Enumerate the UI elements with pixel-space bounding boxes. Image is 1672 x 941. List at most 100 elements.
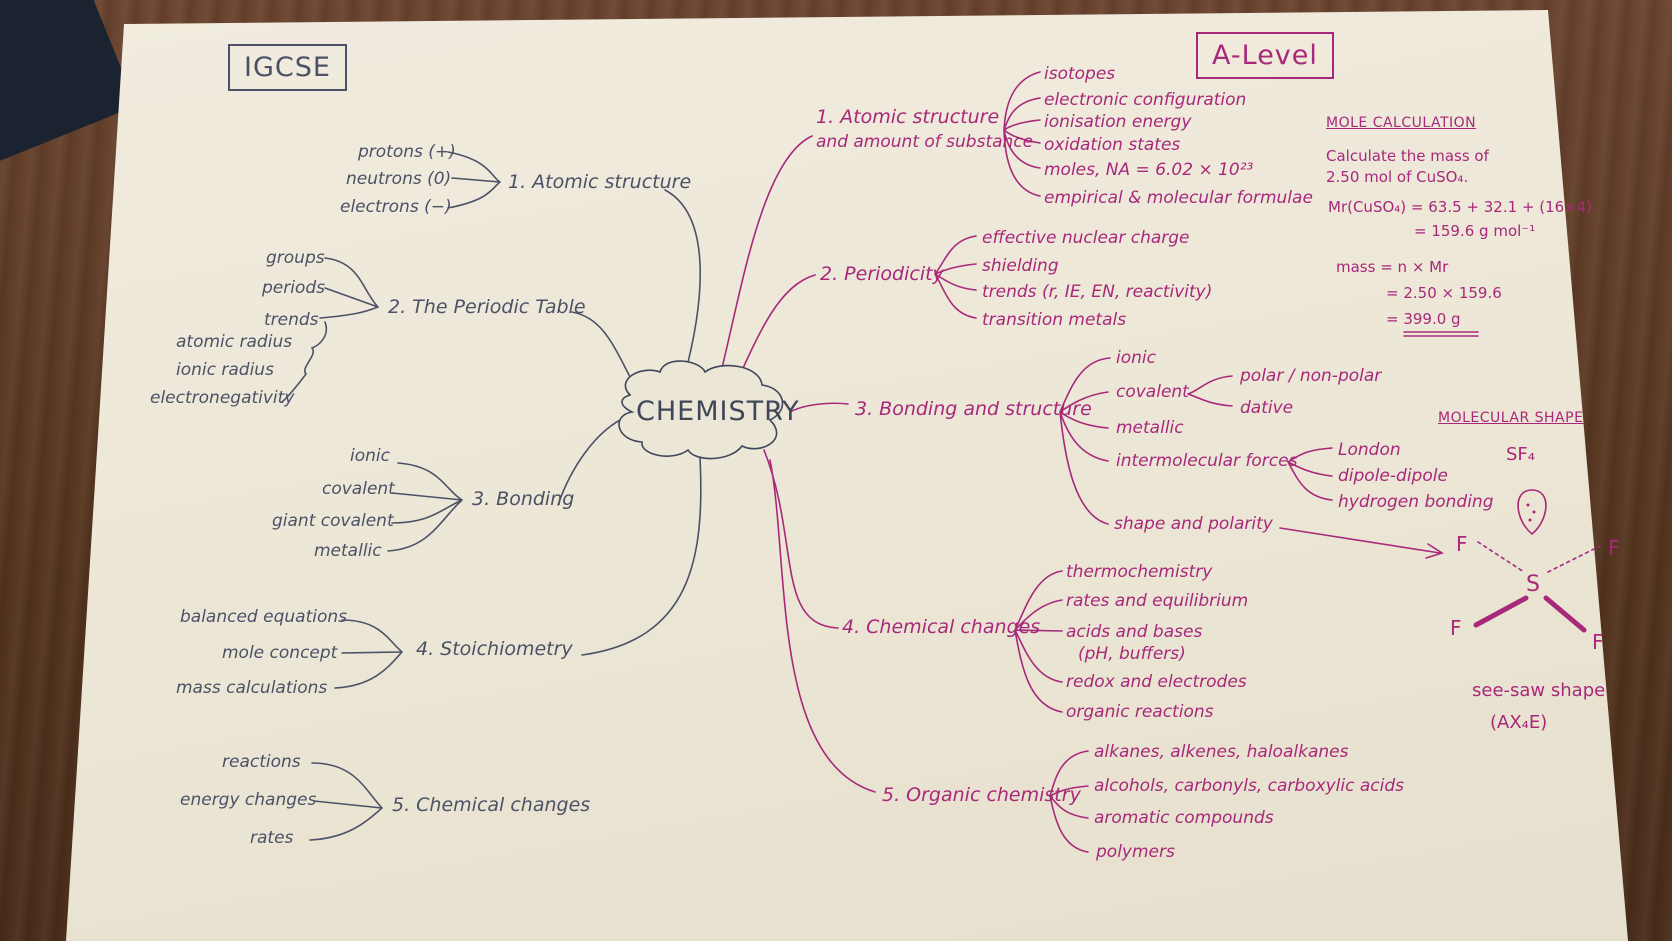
periodicity-item-3: transition metals: [982, 310, 1127, 330]
center-topic: CHEMISTRY: [636, 396, 800, 427]
chemchanges-fork: [1014, 570, 1063, 713]
mole-line-1: Mr(CuSO₄) = 63.5 + 32.1 + (16×4): [1328, 198, 1593, 216]
bond-f-right: [1547, 545, 1601, 573]
atom-f-upper-right: F: [1608, 536, 1620, 560]
bonding-item-3: metallic: [314, 541, 382, 561]
bonding-item-2: giant covalent: [272, 511, 394, 531]
chemchanges-item-1: rates and equilibrium: [1066, 591, 1249, 611]
atomic-al-item-5: empirical & molecular formulae: [1044, 188, 1313, 208]
covalent-fork: [1187, 375, 1233, 407]
shape-heading: MOLECULAR SHAPE: [1438, 410, 1584, 426]
periodic-item-0: groups: [266, 248, 325, 268]
atomic-al-item-3: oxidation states: [1044, 135, 1181, 155]
bonding-al-item-2: metallic: [1116, 418, 1184, 438]
igcse-branch-3: [557, 415, 629, 506]
igcse-branch-2: [571, 311, 637, 389]
bonding-fork: [387, 462, 463, 552]
igcse-branch-1: [664, 189, 701, 379]
chem-item-2: rates: [250, 828, 294, 848]
shape-formula: SF₄: [1506, 444, 1535, 465]
organic-item-3: polymers: [1096, 842, 1175, 862]
chem-item-1: energy changes: [180, 790, 317, 810]
bond-f-left: [1477, 541, 1525, 573]
bonding-al-item-1: covalent: [1116, 382, 1189, 402]
periodic-item-1: periods: [262, 278, 326, 298]
bonding-item-0: ionic: [350, 446, 390, 466]
atomic-al-item-1: electronic configuration: [1044, 90, 1247, 110]
trend-item-0: atomic radius: [176, 332, 293, 352]
bond-f-lowright: [1543, 595, 1587, 633]
shape-vsepr: (AX₄E): [1490, 712, 1548, 733]
bonding-al-item-4: shape and polarity: [1114, 514, 1273, 534]
stoich-item-0: balanced equations: [180, 607, 347, 627]
igcse-stoich-label: 4. Stoichiometry: [416, 638, 573, 660]
alevel-chemchanges-label: 4. Chemical changes: [842, 616, 1041, 638]
mole-line-2: = 159.6 g mol⁻¹: [1414, 222, 1536, 240]
stoich-item-2: mass calculations: [176, 678, 328, 698]
covalent-sub-1: dative: [1240, 398, 1294, 418]
alevel-branch-3: [789, 402, 849, 413]
shape-arrow-head: [1425, 543, 1444, 559]
trends-brace: [281, 321, 328, 403]
mole-line-4: = 2.50 × 159.6: [1386, 284, 1502, 302]
igcse-bonding-label: 3. Bonding: [472, 488, 575, 510]
alevel-branch-1: [717, 135, 813, 385]
alevel-bonding-label: 3. Bonding and structure: [855, 398, 1092, 420]
atom-f-lower-right: F: [1592, 630, 1604, 654]
chemchanges-item-5: organic reactions: [1066, 702, 1214, 722]
mole-heading: MOLE CALCULATION: [1326, 115, 1477, 131]
chem-item-0: reactions: [222, 752, 301, 772]
atomic-al-fork: [1003, 71, 1041, 197]
organic-item-1: alcohols, carbonyls, carboxylic acids: [1094, 776, 1405, 796]
alevel-periodicity-label: 2. Periodicity: [820, 263, 944, 285]
atomic-item-0: protons (+): [358, 142, 456, 162]
imf-sub-1: dipole-dipole: [1338, 466, 1448, 486]
mole-line-3: mass = n × Mr: [1336, 258, 1449, 276]
atomic-al-item-2: ionisation energy: [1044, 112, 1192, 132]
chemchanges-item-3: (pH, buffers): [1078, 644, 1186, 664]
alevel-organic-label: 5. Organic chemistry: [882, 784, 1081, 806]
imf-fork: [1287, 447, 1333, 501]
covalent-sub-0: polar / non-polar: [1240, 366, 1382, 386]
alevel-branch-4: [763, 449, 839, 629]
mole-answer: = 399.0 g: [1386, 310, 1461, 328]
atomic-al-item-0: isotopes: [1044, 64, 1116, 84]
chemchanges-item-0: thermochemistry: [1066, 562, 1213, 582]
center-cloud: [618, 360, 784, 460]
atom-f-lower-left: F: [1450, 616, 1462, 640]
shape-arrow: [1279, 527, 1441, 554]
periodicity-fork: [934, 235, 977, 319]
bonding-al-item-3: intermolecular forces: [1116, 451, 1298, 471]
chemchanges-item-2: acids and bases: [1066, 622, 1203, 642]
trend-item-1: ionic radius: [176, 360, 274, 380]
periodicity-item-0: effective nuclear charge: [982, 228, 1190, 248]
imf-sub-0: London: [1338, 440, 1401, 460]
trend-item-2: electronegativity: [150, 388, 295, 408]
igcse-title: IGCSE: [228, 44, 347, 91]
mole-question-1: Calculate the mass of: [1326, 147, 1489, 165]
periodic-item-2: trends: [264, 310, 319, 330]
bond-f-lowleft: [1473, 595, 1529, 628]
igcse-periodic-label: 2. The Periodic Table: [388, 296, 586, 318]
mole-answer-underline: [1403, 331, 1479, 337]
mole-question-2: 2.50 mol of CuSO₄.: [1326, 168, 1469, 186]
atom-f-upper-left: F: [1456, 532, 1468, 556]
organic-item-2: aromatic compounds: [1094, 808, 1274, 828]
organic-fork: [1049, 750, 1089, 853]
alevel-branch-5: [769, 459, 876, 793]
chem-fork: [309, 762, 383, 841]
stoich-item-1: mole concept: [222, 643, 338, 663]
shape-caption: see-saw shape: [1472, 680, 1606, 701]
stoich-fork: [334, 619, 403, 689]
bonding-al-item-0: ionic: [1116, 348, 1156, 368]
periodicity-item-2: trends (r, IE, EN, reactivity): [982, 282, 1213, 302]
imf-sub-2: hydrogen bonding: [1338, 492, 1494, 512]
alevel-title: A-Level: [1196, 32, 1334, 79]
periodic-fork: [319, 257, 379, 319]
igcse-branch-4: [581, 457, 702, 656]
atomic-item-1: neutrons (0): [346, 169, 452, 189]
chemchanges-item-4: redox and electrodes: [1066, 672, 1247, 692]
igcse-atomic-label: 1. Atomic structure: [508, 171, 692, 193]
